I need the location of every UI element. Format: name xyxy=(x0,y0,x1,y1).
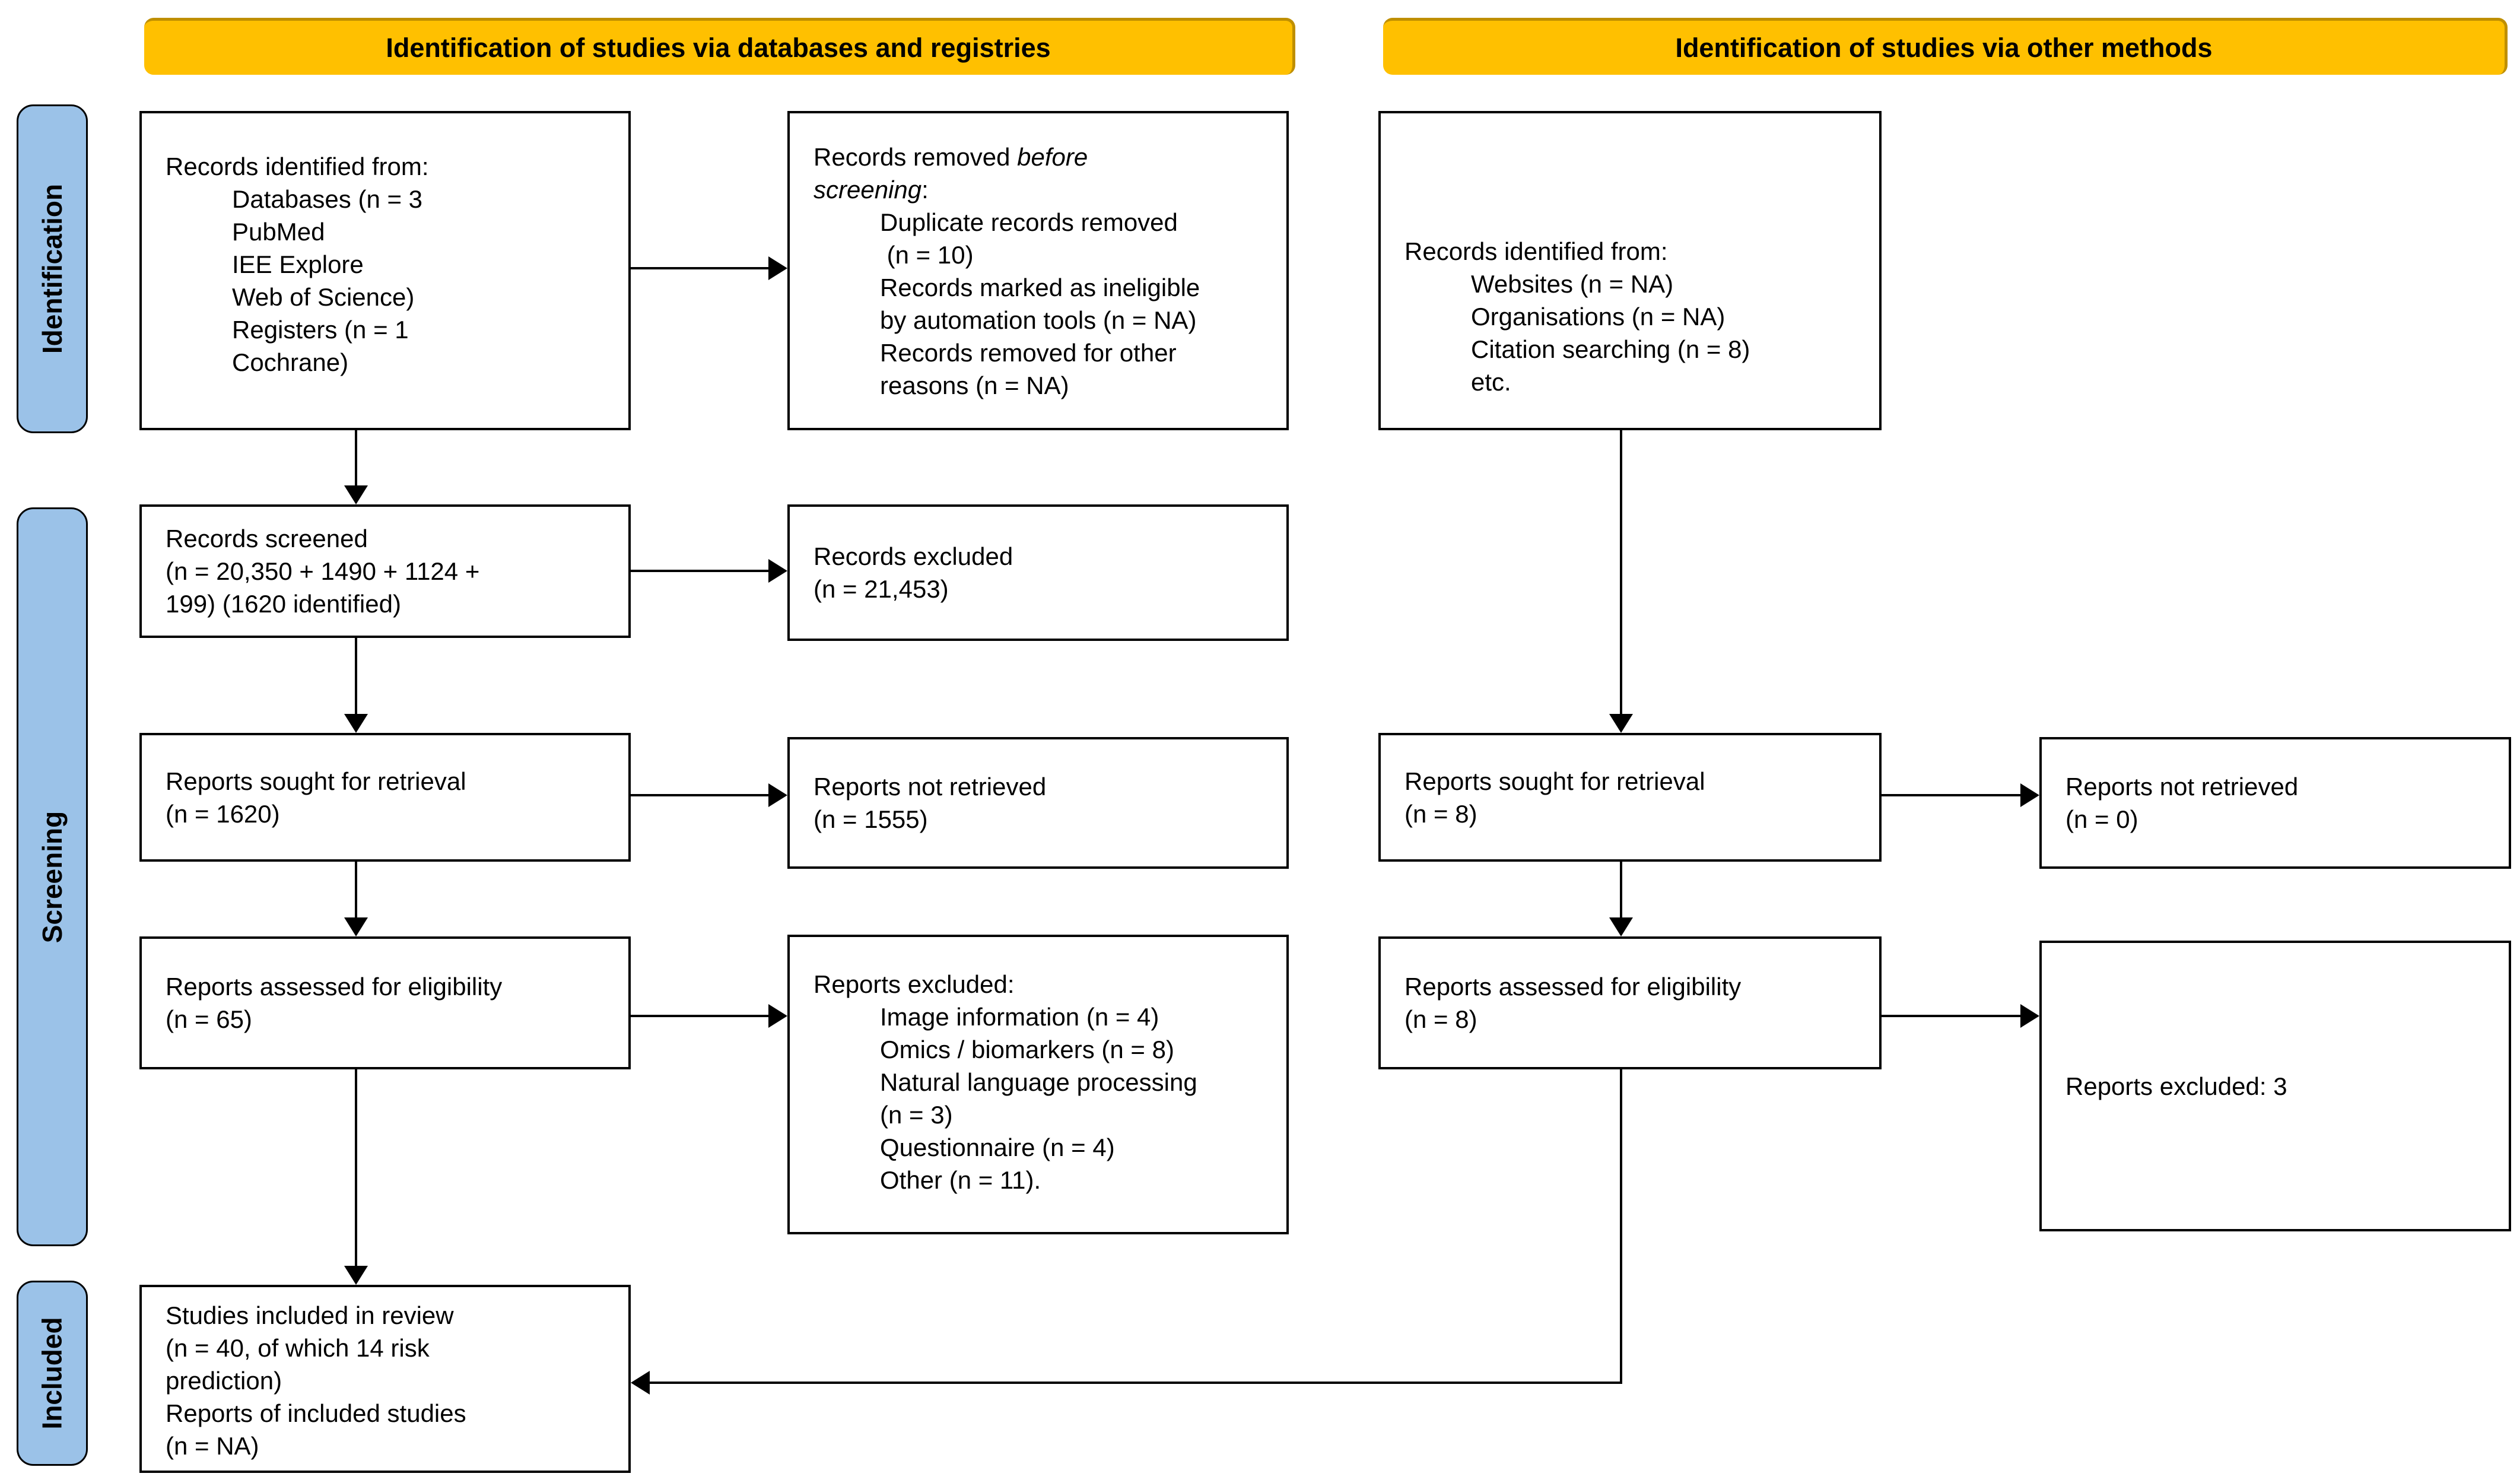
text-line: Reports not retrieved xyxy=(2065,773,2299,801)
text-line: Reports sought for retrieval xyxy=(1404,767,1705,795)
text-line: Records excluded xyxy=(813,542,1013,570)
text-line: Records marked as ineligible xyxy=(880,274,1200,301)
text-line: (n = NA) xyxy=(166,1432,259,1460)
arrow-head-other-sought-to-notretrieved xyxy=(2020,783,2039,807)
text-line: Websites (n = NA) xyxy=(1471,270,1674,298)
box-reports-sought-other: Reports sought for retrieval (n = 8) xyxy=(1378,733,1882,862)
text-line: (n = 3) xyxy=(880,1101,953,1129)
text-line: (n = 0) xyxy=(2065,805,2138,833)
box-reports-sought-databases: Reports sought for retrieval (n = 1620) xyxy=(139,733,631,862)
arrow-line-other-assessed-to-included xyxy=(649,1069,1622,1384)
stage-label-identification: Identification xyxy=(37,183,68,354)
box-records-excluded: Records excluded (n = 21,453) xyxy=(787,504,1289,641)
arrow-head-assessed-to-included xyxy=(344,1266,368,1285)
box-reports-not-retrieved-databases: Reports not retrieved (n = 1555) xyxy=(787,737,1289,869)
stage-label-included: Included xyxy=(37,1317,68,1430)
text-line: IEE Explore xyxy=(232,250,364,278)
text-line: (n = 65) xyxy=(166,1005,252,1033)
box-reports-assessed-other: Reports assessed for eligibility (n = 8) xyxy=(1378,936,1882,1069)
text-line: Registers (n = 1 xyxy=(232,316,409,344)
arrow-head-other-assessed-to-included xyxy=(631,1371,650,1395)
box-records-screened: Records screened (n = 20,350 + 1490 + 11… xyxy=(139,504,631,638)
text-line: 199) (1620 identified) xyxy=(166,590,401,618)
text-line: Reports assessed for eligibility xyxy=(166,973,503,1001)
banner-other-methods: Identification of studies via other meth… xyxy=(1383,18,2508,75)
text-line: (n = 10) xyxy=(880,241,974,269)
text-line: (n = 1555) xyxy=(813,805,928,833)
text-line: Reports not retrieved xyxy=(813,773,1047,801)
banner-databases-registries: Identification of studies via databases … xyxy=(144,18,1295,75)
text-line: prediction) xyxy=(166,1367,282,1395)
box-records-identified-other: Records identified from: Websites (n = N… xyxy=(1378,111,1882,430)
box-reports-excluded-databases: Reports excluded: Image information (n =… xyxy=(787,935,1289,1234)
box-reports-assessed-databases: Reports assessed for eligibility (n = 65… xyxy=(139,936,631,1069)
text-line: Citation searching (n = 8) xyxy=(1471,335,1750,363)
text-line: Records screened xyxy=(166,525,368,552)
text-line: (n = 8) xyxy=(1404,799,1477,828)
arrow-head-sought-to-notretrieved xyxy=(768,783,787,807)
text-line: Duplicate records removed xyxy=(880,208,1178,236)
stage-bar-screening: Screening xyxy=(17,507,88,1246)
text-line: (n = 8) xyxy=(1404,1005,1477,1033)
italic-text: before xyxy=(1017,143,1088,171)
text-line: PubMed xyxy=(232,218,325,246)
box-reports-excluded-other: Reports excluded: 3 xyxy=(2039,941,2511,1231)
arrow-head-sought-to-assessed xyxy=(344,917,368,936)
arrow-head-screened-to-excluded xyxy=(768,559,787,583)
text-line: Web of Science) xyxy=(232,283,415,311)
text-line: reasons (n = NA) xyxy=(880,371,1069,399)
arrow-head-identified-to-removed xyxy=(768,256,787,280)
text-line: (n = 20,350 + 1490 + 1124 + xyxy=(166,557,480,585)
text-line: Other (n = 11). xyxy=(880,1166,1041,1194)
text-line: Organisations (n = NA) xyxy=(1471,303,1725,331)
italic-text: screening xyxy=(813,176,922,204)
text-line: Natural language processing xyxy=(880,1068,1197,1096)
text-line: etc. xyxy=(1471,368,1511,396)
text-line: Reports sought for retrieval xyxy=(166,767,466,795)
text-line: Records removed before xyxy=(813,143,1088,171)
text-line: (n = 1620) xyxy=(166,799,280,828)
text-line: screening: xyxy=(813,176,929,204)
text-line: Image information (n = 4) xyxy=(880,1003,1159,1031)
text-line: Records identified from: xyxy=(1404,237,1668,265)
arrow-head-other-assessed-to-excluded xyxy=(2020,1004,2039,1028)
arrow-head-identified-to-screened xyxy=(344,485,368,504)
arrow-head-other-sought-to-assessed xyxy=(1609,917,1633,936)
text-line: (n = 40, of which 14 risk xyxy=(166,1334,430,1362)
text-line: Reports excluded: 3 xyxy=(2065,1072,2287,1100)
stage-bar-identification: Identification xyxy=(17,104,88,433)
stage-bar-included: Included xyxy=(17,1281,88,1466)
text-line: Cochrane) xyxy=(232,348,349,376)
text-line: Reports excluded: xyxy=(813,970,1015,998)
box-records-removed-before-screening: Records removed before screening: Duplic… xyxy=(787,111,1289,430)
text-line: Studies included in review xyxy=(166,1301,454,1329)
box-studies-included: Studies included in review (n = 40, of w… xyxy=(139,1285,631,1473)
text-line: Questionnaire (n = 4) xyxy=(880,1133,1115,1161)
text-line: by automation tools (n = NA) xyxy=(880,306,1197,334)
box-reports-not-retrieved-other: Reports not retrieved (n = 0) xyxy=(2039,737,2511,869)
text-line: Databases (n = 3 xyxy=(232,185,423,213)
text-line: Records identified from: xyxy=(166,153,429,180)
text-line: Reports assessed for eligibility xyxy=(1404,973,1742,1001)
stage-label-screening: Screening xyxy=(37,811,68,943)
text-line: (n = 21,453) xyxy=(813,575,949,603)
arrow-head-screened-to-sought xyxy=(344,714,368,733)
box-records-identified-databases: Records identified from: Databases (n = … xyxy=(139,111,631,430)
text-line: Records removed for other xyxy=(880,339,1177,367)
arrow-head-other-identified-to-sought xyxy=(1609,714,1633,733)
text-line: Omics / biomarkers (n = 8) xyxy=(880,1036,1174,1063)
text-line: Reports of included studies xyxy=(166,1399,466,1427)
arrow-head-assessed-to-excluded xyxy=(768,1004,787,1028)
